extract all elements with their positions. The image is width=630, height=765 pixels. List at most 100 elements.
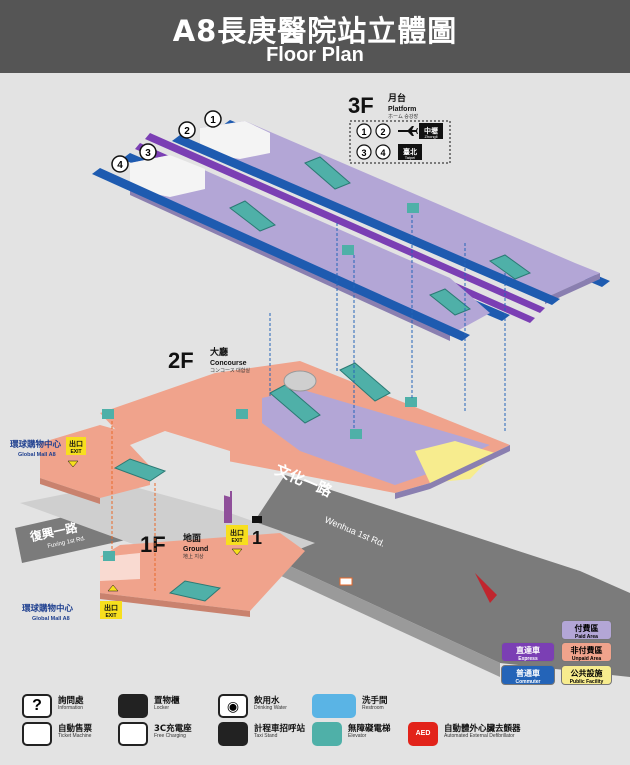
track-4 <box>92 168 470 341</box>
escalator-2f-wing <box>113 458 167 482</box>
page-title: A8長庚醫院站立體圖 <box>172 14 458 48</box>
destination-north-zh: 中壢 <box>424 126 438 135</box>
elevator-3f-a <box>407 203 419 213</box>
floor-1f-jp: 地上 지상 <box>183 553 204 560</box>
floor-3f-jp: ホーム 승강장 <box>388 113 418 120</box>
floor-3f-zh: 月台 <box>387 92 406 104</box>
svg-text:4: 4 <box>380 148 385 158</box>
floor-3f-en: Platform <box>388 106 416 113</box>
svg-text:環球購物中心: 環球購物中心 <box>22 603 74 614</box>
page-subtitle: Floor Plan <box>266 44 364 66</box>
escalator-3f-upper-2 <box>488 254 532 280</box>
escalator-3f-lower <box>229 200 276 232</box>
floor-1f-zh: 地面 <box>183 532 201 544</box>
elevator-3f-b <box>342 245 354 255</box>
exit-1: 出口 EXIT 1 <box>226 516 262 556</box>
floor-1f-slab <box>100 533 305 611</box>
floor-2f-en: Concourse <box>210 360 247 367</box>
escalator-3f-lower-2 <box>429 288 471 316</box>
drinking-water-icon: ◉ <box>218 694 248 718</box>
destination-north-en: Zhongli <box>424 134 437 139</box>
svg-text:Global Mall A8: Global Mall A8 <box>32 616 70 622</box>
aed-icon: AED <box>408 722 438 746</box>
platform-4-badge: 4 <box>111 155 129 173</box>
destination-north-badge <box>419 123 443 139</box>
key-paid-area: 付費區 Paid Area <box>561 620 612 640</box>
svg-text:4: 4 <box>117 160 123 171</box>
destination-south-zh: 臺北 <box>403 147 417 156</box>
svg-text:1: 1 <box>252 528 262 548</box>
floor-2f-void <box>130 431 230 497</box>
floor-3f-upper-edge <box>545 273 600 304</box>
elevator-2f-c <box>350 429 362 439</box>
station-pillar <box>224 491 232 523</box>
charging-icon <box>118 722 148 746</box>
express-track-1 <box>145 133 545 313</box>
key-commuter: 普通車 Commuter <box>501 665 555 685</box>
escalator-2f-left <box>269 384 321 424</box>
station-floor-plan: 1F 地面 Ground 地上 지상 2F 大廳 Concourse コンコース… <box>10 92 630 677</box>
escalator-1f <box>168 580 222 602</box>
floor-2f-jp: コンコース 대합실 <box>210 367 250 374</box>
destination-platform-3-4: 3 4 <box>356 144 391 160</box>
elevator-2f-a <box>102 409 114 419</box>
destination-platform-1-2: 1 2 <box>356 123 391 139</box>
floor-2f-edge <box>40 478 100 504</box>
destination-south-badge <box>398 144 422 160</box>
floor-3f-platform-lower <box>130 155 490 335</box>
destination-box <box>349 120 451 164</box>
svg-text:2: 2 <box>184 126 190 137</box>
exit-global-mall-2f: 環球購物中心 Global Mall A8 出口 EXIT <box>10 437 86 468</box>
svg-text:環球購物中心: 環球購物中心 <box>10 439 62 450</box>
ground-road-edge <box>240 543 500 677</box>
svg-text:2: 2 <box>380 127 385 137</box>
floor-3f-platform-upper <box>200 121 600 298</box>
platform-2-badge: 2 <box>178 121 196 139</box>
floor-2f-front-edge <box>395 445 510 499</box>
floor-3f-lower-unpaid <box>130 155 205 197</box>
floor-3f-upper-unpaid <box>200 121 270 159</box>
destination-south-en: Taipei <box>405 155 416 160</box>
svg-text:出口: 出口 <box>230 528 244 537</box>
platform-3-badge: 3 <box>139 143 157 161</box>
platform-1-badge: 1 <box>204 110 222 128</box>
floor-3f-level: 3F <box>348 93 374 118</box>
svg-text:出口: 出口 <box>104 603 118 612</box>
floor-2f-facility <box>415 441 495 483</box>
road-arrow-mark <box>475 573 497 603</box>
floor-1f-en: Ground <box>183 546 208 553</box>
station-rotunda <box>283 370 317 392</box>
page-header: A8長庚醫院站立體圖 Floor Plan <box>0 0 630 73</box>
track-2 <box>172 135 560 305</box>
elevator-icon <box>312 722 342 746</box>
elevator-2f-d <box>405 397 417 407</box>
restroom-icon <box>312 694 356 718</box>
key-express: 直達車 Express <box>501 642 555 662</box>
airplane-icon <box>398 126 418 136</box>
svg-text:出口: 出口 <box>69 439 83 448</box>
svg-text:1: 1 <box>210 115 216 126</box>
floor-1f-level: 1F <box>140 532 166 557</box>
floor-2f-zh: 大廳 <box>210 346 228 358</box>
escalator-2f-center <box>339 362 391 402</box>
key-unpaid-area: 非付費區 Unpaid Area <box>561 642 612 662</box>
svg-text:Global Mall A8: Global Mall A8 <box>18 452 56 458</box>
svg-text:3: 3 <box>145 148 151 159</box>
ticket-machine-icon <box>22 722 52 746</box>
exit-global-mall-1f: 環球購物中心 Global Mall A8 出口 EXIT <box>22 584 122 622</box>
svg-text:EXIT: EXIT <box>70 449 81 455</box>
key-public-facility: 公共設施 Public Facility <box>561 665 612 685</box>
svg-text:1: 1 <box>361 127 366 137</box>
floor-1f-edge <box>100 593 250 617</box>
road-sign <box>339 577 353 586</box>
information-icon: ? <box>22 694 52 718</box>
svg-text:3: 3 <box>361 148 366 158</box>
svg-text:EXIT: EXIT <box>231 538 242 544</box>
escalator-3f-upper <box>304 156 351 190</box>
elevator-1f <box>103 551 115 561</box>
svg-text:EXIT: EXIT <box>105 613 116 619</box>
ground-road-wenhua <box>240 475 630 677</box>
elevator-2f-b <box>236 409 248 419</box>
floor-2f-level: 2F <box>168 348 194 373</box>
taxi-icon <box>252 516 262 523</box>
